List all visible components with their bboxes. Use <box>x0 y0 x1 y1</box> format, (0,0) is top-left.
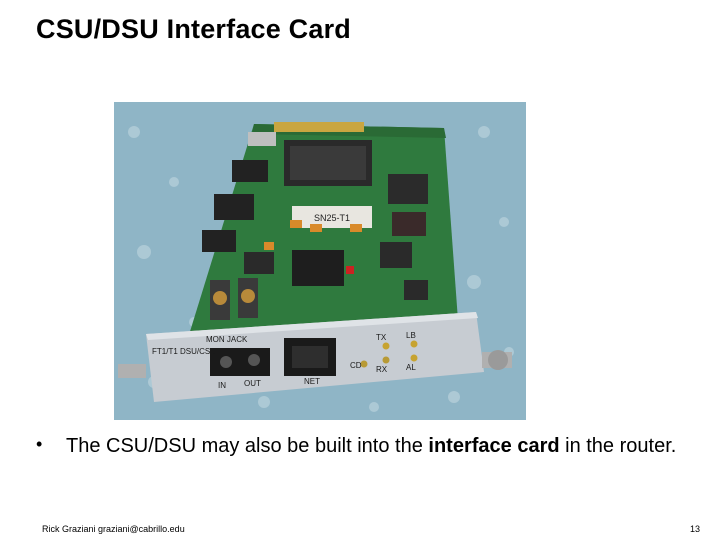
cd-led <box>360 360 368 368</box>
lb-led <box>410 340 418 348</box>
tx-led <box>382 342 390 350</box>
in-label: IN <box>218 381 226 390</box>
interface-card-photo: SN25-T1 <box>114 102 526 420</box>
bullet-text: The CSU/DSU may also be built into the i… <box>66 432 706 460</box>
bullet-text-bold: interface card <box>428 435 560 457</box>
tx-label: TX <box>376 333 387 342</box>
bullet-text-start: The CSU/DSU may also be built into the <box>66 435 429 457</box>
mon-jack-ports <box>210 348 270 376</box>
product-label-line: FT1/T1 DSU/CSU <box>152 347 216 356</box>
page-number: 13 <box>689 524 700 534</box>
left-thumbscrew <box>118 364 146 378</box>
al-led <box>410 354 418 362</box>
rx-label: RX <box>376 365 388 374</box>
footer-author: Rick Graziani graziani@cabrillo.edu <box>42 524 185 534</box>
cd-label: CD <box>350 361 362 370</box>
bullet-text-end: in the router. <box>559 435 677 457</box>
lb-label: LB <box>406 331 416 340</box>
al-label: AL <box>406 363 416 372</box>
slide-title: CSU/DSU Interface Card <box>36 14 351 44</box>
mon-jack-label: MON JACK <box>206 335 248 344</box>
chip-label-text: SN25-T1 <box>314 213 350 223</box>
net-label: NET <box>304 377 320 386</box>
bullet-marker: • <box>36 434 43 454</box>
rx-led <box>382 356 390 364</box>
out-label: OUT <box>244 379 261 388</box>
chip-label-sticker <box>292 206 372 228</box>
